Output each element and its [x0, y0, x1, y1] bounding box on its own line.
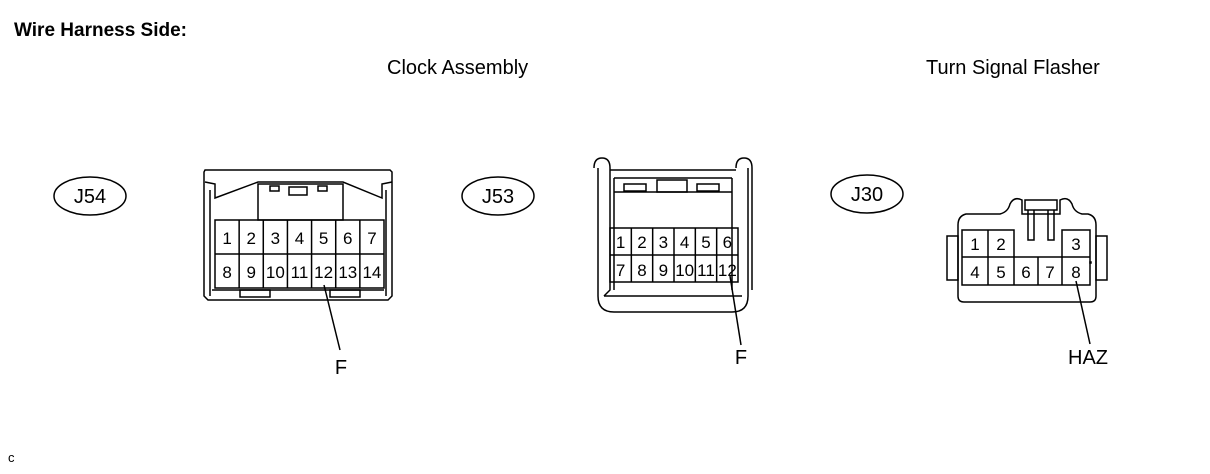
connector-code-oval — [461, 176, 535, 216]
pin-label: 4 — [680, 233, 689, 252]
pin-label: 2 — [637, 233, 646, 252]
pin-label: 3 — [271, 229, 280, 248]
page-heading: Wire Harness Side: — [14, 20, 188, 41]
pin-label: 5 — [701, 233, 710, 252]
connector-housing — [957, 197, 1097, 303]
pin-label: 3 — [1071, 235, 1080, 254]
pin-label: 3 — [659, 233, 668, 252]
pin-label: 6 — [723, 233, 732, 252]
pin-label: 10 — [266, 263, 285, 282]
connector-code-label: J54 — [74, 186, 106, 208]
footer-mark: c — [8, 450, 15, 465]
pin-label: 6 — [343, 229, 352, 248]
connector-code-label: J30 — [851, 184, 883, 206]
pin-label: 7 — [1045, 263, 1054, 282]
pin-label: 2 — [996, 235, 1005, 254]
pin-label: 1 — [970, 235, 979, 254]
pin-label: 13 — [338, 263, 357, 282]
pin-label: 12 — [314, 263, 333, 282]
connector-code-label: J53 — [482, 186, 514, 208]
pin-label: 6 — [1021, 263, 1030, 282]
pin-label: 8 — [1071, 263, 1080, 282]
pin-label: 7 — [367, 229, 376, 248]
connector-housing — [597, 168, 749, 313]
pin-label: 8 — [637, 261, 646, 280]
signal-leader-line — [1075, 280, 1091, 345]
signal-label-f: F — [335, 357, 347, 379]
pin-label: 5 — [319, 229, 328, 248]
signal-leader-line — [729, 275, 742, 346]
pin-label: 5 — [996, 263, 1005, 282]
pin-label: 1 — [616, 233, 625, 252]
pin-label: 4 — [970, 263, 979, 282]
pin-label: 7 — [616, 261, 625, 280]
signal-leader-line — [323, 284, 341, 351]
pin-label: 9 — [659, 261, 668, 280]
pin-grid — [961, 229, 1091, 286]
pin-label: 1 — [222, 229, 231, 248]
connector-housing — [203, 169, 393, 301]
connector-code-oval — [830, 174, 904, 214]
pin-label: 10 — [675, 261, 694, 280]
pin-label: 4 — [295, 229, 304, 248]
pin-label: 11 — [697, 261, 715, 280]
pin-label: 9 — [246, 263, 255, 282]
pin-label: 2 — [246, 229, 255, 248]
pin-label: 14 — [362, 263, 381, 282]
clock-assembly-caption: Clock Assembly — [387, 57, 529, 79]
pin-label: 8 — [222, 263, 231, 282]
signal-label-haz: HAZ — [1068, 347, 1108, 369]
pin-label: 11 — [291, 263, 309, 282]
turn-signal-flasher-caption: Turn Signal Flasher — [926, 57, 1100, 79]
pin-label: 12 — [718, 261, 737, 280]
signal-label-f: F — [735, 347, 747, 369]
connector-code-oval — [53, 176, 127, 216]
